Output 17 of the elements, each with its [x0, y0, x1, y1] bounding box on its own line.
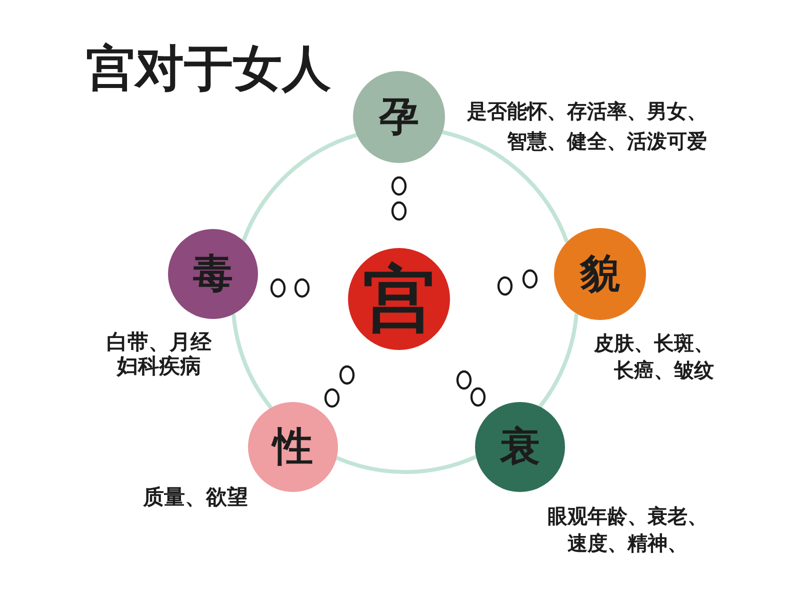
circle-label: 孕	[379, 97, 419, 137]
circle-label: 毒	[193, 254, 233, 294]
arc-connector	[538, 313, 578, 408]
arc-connector	[232, 314, 273, 409]
circle-label: 衰	[500, 427, 540, 467]
arc-connector	[442, 130, 569, 243]
title: 宫对于女人	[86, 42, 331, 96]
caption-text: 白带、月经妇科疾病	[106, 331, 213, 378]
caption-text: 质量、欲望	[143, 485, 249, 510]
arc-connector	[336, 454, 477, 474]
circle-label: 貌	[580, 254, 620, 294]
caption-text: 眼观年龄、衰老、速度、精神、	[546, 503, 708, 557]
circle-label: 性	[273, 427, 313, 467]
caption-text: 皮肤、长斑、长癌、皱纹	[592, 330, 714, 384]
circle-label: 宫	[363, 263, 435, 335]
caption-text: 是否能怀、存活率、男女、智慧、健全、活泼可爱	[466, 98, 707, 155]
arc-connector	[242, 133, 358, 242]
